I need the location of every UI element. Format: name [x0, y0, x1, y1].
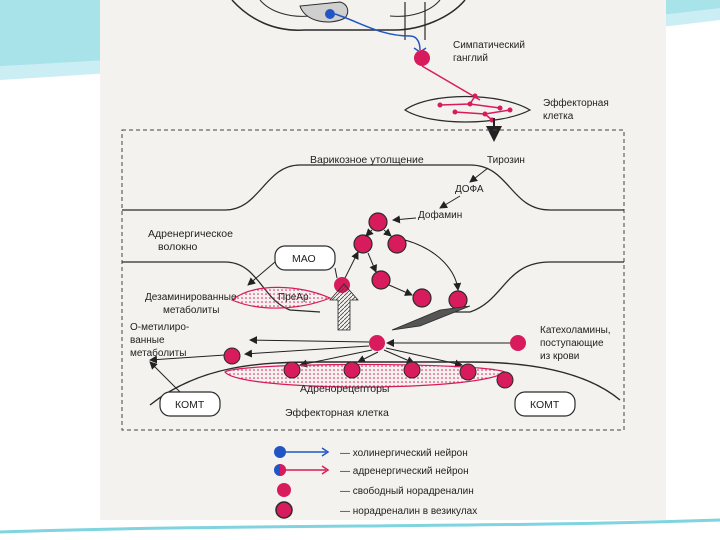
prear-label: ПреАр — [278, 292, 309, 303]
vesicles — [353, 212, 468, 310]
varicosity-label: Варикозное утолщение — [310, 154, 424, 166]
dopamine-uptake-arrow — [392, 215, 417, 224]
fusion-arrow — [344, 251, 359, 279]
legend-item-1: — холинергический нейрон — [340, 448, 468, 459]
cleft-arrows — [149, 336, 510, 368]
postganglionic-fiber — [421, 65, 481, 101]
adrenergic-fiber-label-1: Адренергическое — [148, 228, 233, 240]
dopa-to-dopamine-arrow — [439, 195, 461, 209]
deaminated-label-2: метаболиты — [163, 304, 219, 316]
vesicle-arrows — [365, 228, 462, 296]
enlarged-view-frame — [121, 129, 625, 431]
reuptake-hatched-arrow — [329, 283, 359, 331]
symp-ganglion-label-2: ганглий — [453, 53, 488, 64]
catecholamines-label-1: Катехоламины, — [540, 325, 611, 336]
diagram-scan — [100, 0, 666, 520]
effector-cell-top-label-2: клетка — [543, 111, 574, 122]
comt-left-label: КОМТ — [175, 399, 205, 411]
comt-left-box — [159, 391, 221, 417]
mao-label: МАО — [292, 253, 316, 265]
effector-cell-top — [403, 93, 532, 123]
presynaptic-receptor-shape — [230, 286, 332, 309]
varicosity-membrane-top — [122, 164, 624, 211]
vesicle-to-mao-arrow — [334, 267, 338, 279]
mao-box — [274, 245, 336, 271]
cholinergic-neuron-body — [325, 9, 335, 19]
omethyl-label-1: О-метилиро- — [130, 322, 189, 333]
omethyl-label-3: метаболиты — [130, 347, 186, 359]
cholinergic-axon — [334, 13, 421, 51]
dopa-label: ДОФА — [455, 184, 484, 195]
catecholamines-label-2: поступающие — [540, 338, 604, 349]
comt-to-omethyl-arrow — [149, 361, 181, 393]
cholinergic-neuron-icon — [274, 446, 330, 458]
legend: — холинергический нейрон — адренергическ… — [274, 446, 477, 519]
free-noradrenaline-icon — [277, 483, 291, 497]
legend-item-2: — адренергический нейрон — [340, 466, 469, 477]
adrenergic-fiber-label-2: волокно — [158, 241, 198, 253]
bound-noradrenaline — [223, 347, 514, 389]
reuptake-dark-arrow — [391, 305, 471, 331]
mao-to-deaminated-arrow — [247, 261, 276, 286]
deaminated-label-1: Дезаминированные — [145, 292, 237, 303]
blood-catecholamine — [510, 335, 526, 351]
spinal-cord-section — [231, 0, 466, 40]
adrenoreceptors-label: Адренорецепторы — [300, 383, 389, 395]
effector-cell-top-label-1: Эффекторная — [543, 97, 609, 109]
catecholamines-label-3: из крови — [540, 351, 579, 362]
omethyl-label-2: ванные — [130, 335, 165, 346]
effector-cell-bottom-label: Эффекторная клетка — [285, 407, 389, 419]
effector-cell-membrane — [149, 361, 621, 406]
tyrosine-to-dopa-arrow — [469, 167, 489, 183]
tyrosine-label: Тирозин — [487, 155, 525, 166]
symp-ganglion-label-1: Симпатический — [453, 40, 525, 51]
sympathetic-ganglion-neuron — [414, 50, 430, 66]
legend-item-3: — свободный норадреналин — [340, 485, 474, 497]
adrenergic-neuron-icon — [274, 464, 330, 476]
comt-right-box — [514, 391, 576, 417]
comt-right-label: КОМТ — [530, 399, 560, 411]
dopamine-label: Дофамин — [418, 209, 462, 221]
vesicle-noradrenaline-icon — [275, 501, 293, 519]
legend-item-4: — норадреналин в везикулах — [340, 506, 477, 517]
cleft-noradrenaline — [369, 335, 385, 351]
bottom-teal-line — [0, 518, 720, 534]
